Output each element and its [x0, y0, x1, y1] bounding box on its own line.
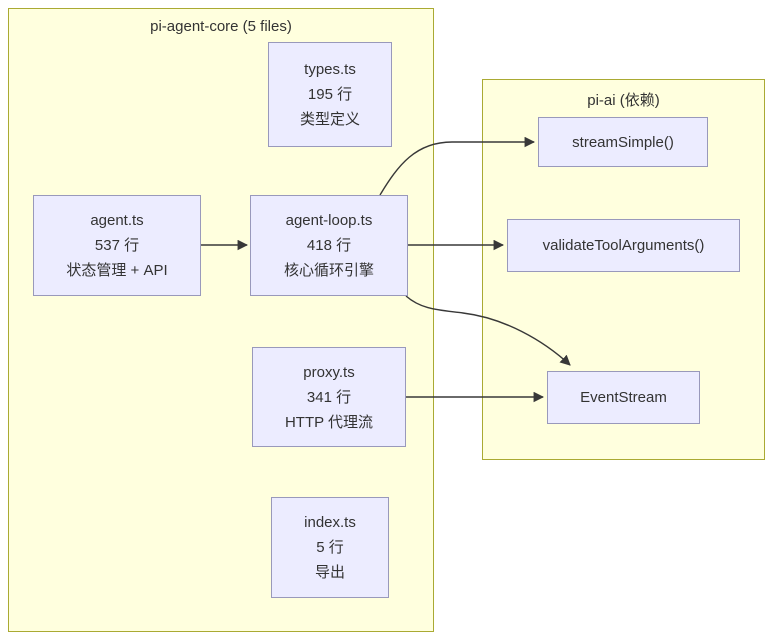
node-types-ts-lines: 195 行 [307, 86, 353, 103]
node-index-ts-name: index.ts [304, 514, 356, 531]
node-agent-loop-ts: agent-loop.ts 418 行 核心循环引擎 [250, 195, 408, 296]
node-stream-simple-label: streamSimple() [572, 133, 674, 151]
node-agent-ts-lines: 537 行 [94, 237, 140, 254]
node-agent-ts: agent.ts 537 行 状态管理 + API [33, 195, 201, 296]
node-validate-tool-arguments-label: validateToolArguments() [542, 237, 705, 254]
node-types-ts-desc: 类型定义 [299, 111, 360, 128]
node-index-ts-lines: 5 行 [316, 539, 344, 556]
node-proxy-ts-name: proxy.ts [303, 363, 355, 381]
node-proxy-ts-lines: 341 行 [306, 388, 352, 406]
node-types-ts: types.ts 195 行 类型定义 [268, 42, 392, 147]
node-agent-loop-ts-lines: 418 行 [306, 237, 352, 254]
node-agent-loop-ts-name: agent-loop.ts [285, 212, 373, 229]
node-event-stream: EventStream [547, 371, 700, 424]
node-agent-ts-name: agent.ts [90, 212, 144, 229]
node-event-stream-label: EventStream [580, 389, 667, 406]
node-agent-loop-ts-desc: 核心循环引擎 [283, 262, 374, 279]
node-types-ts-name: types.ts [304, 61, 356, 78]
node-validate-tool-arguments: validateToolArguments() [507, 219, 740, 272]
container-pi-ai-title: pi-ai (依赖) [587, 92, 660, 109]
node-proxy-ts-desc: HTTP 代理流 [284, 413, 374, 431]
node-stream-simple: streamSimple() [538, 117, 708, 167]
node-index-ts: index.ts 5 行 导出 [271, 497, 389, 598]
node-proxy-ts: proxy.ts 341 行 HTTP 代理流 [252, 347, 406, 447]
node-agent-ts-desc: 状态管理 + API [66, 262, 168, 279]
container-pi-agent-core-title: pi-agent-core (5 files) [150, 18, 292, 35]
node-index-ts-desc: 导出 [314, 564, 345, 581]
